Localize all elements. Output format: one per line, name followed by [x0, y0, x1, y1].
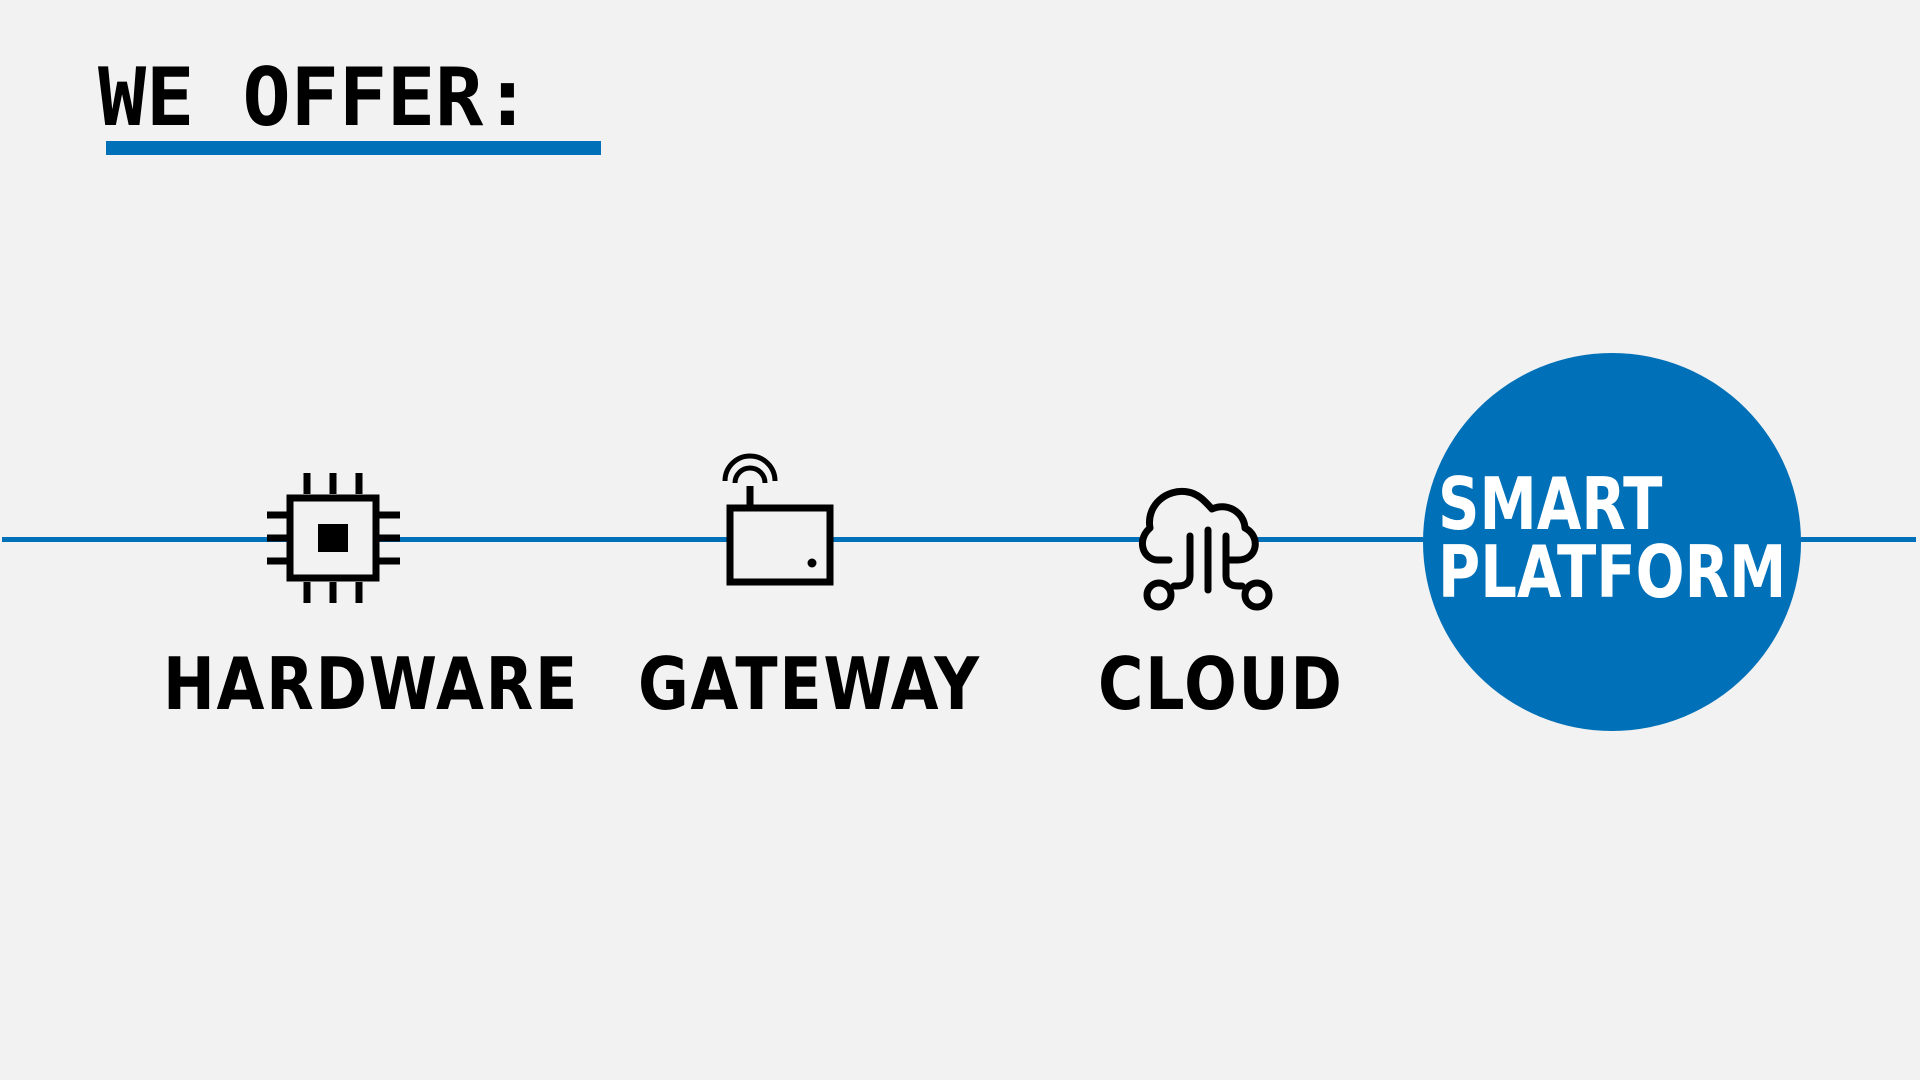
- smart-platform-line1: SMART: [1438, 462, 1663, 546]
- smart-platform-badge: [1423, 353, 1801, 731]
- page-title: WE OFFER:: [98, 51, 532, 144]
- cloud-network-icon: [1138, 487, 1273, 611]
- smart-platform-line2: PLATFORM: [1438, 530, 1787, 614]
- timeline-line: [2, 537, 1916, 542]
- router-icon: [722, 453, 834, 586]
- title-underline: [106, 141, 601, 155]
- label-gateway: GATEWAY: [638, 642, 981, 726]
- label-cloud: CLOUD: [1098, 642, 1344, 726]
- chip-icon: [267, 473, 400, 603]
- smart-platform-text: SMART PLATFORM: [1438, 462, 1787, 614]
- label-hardware: HARDWARE: [163, 642, 579, 726]
